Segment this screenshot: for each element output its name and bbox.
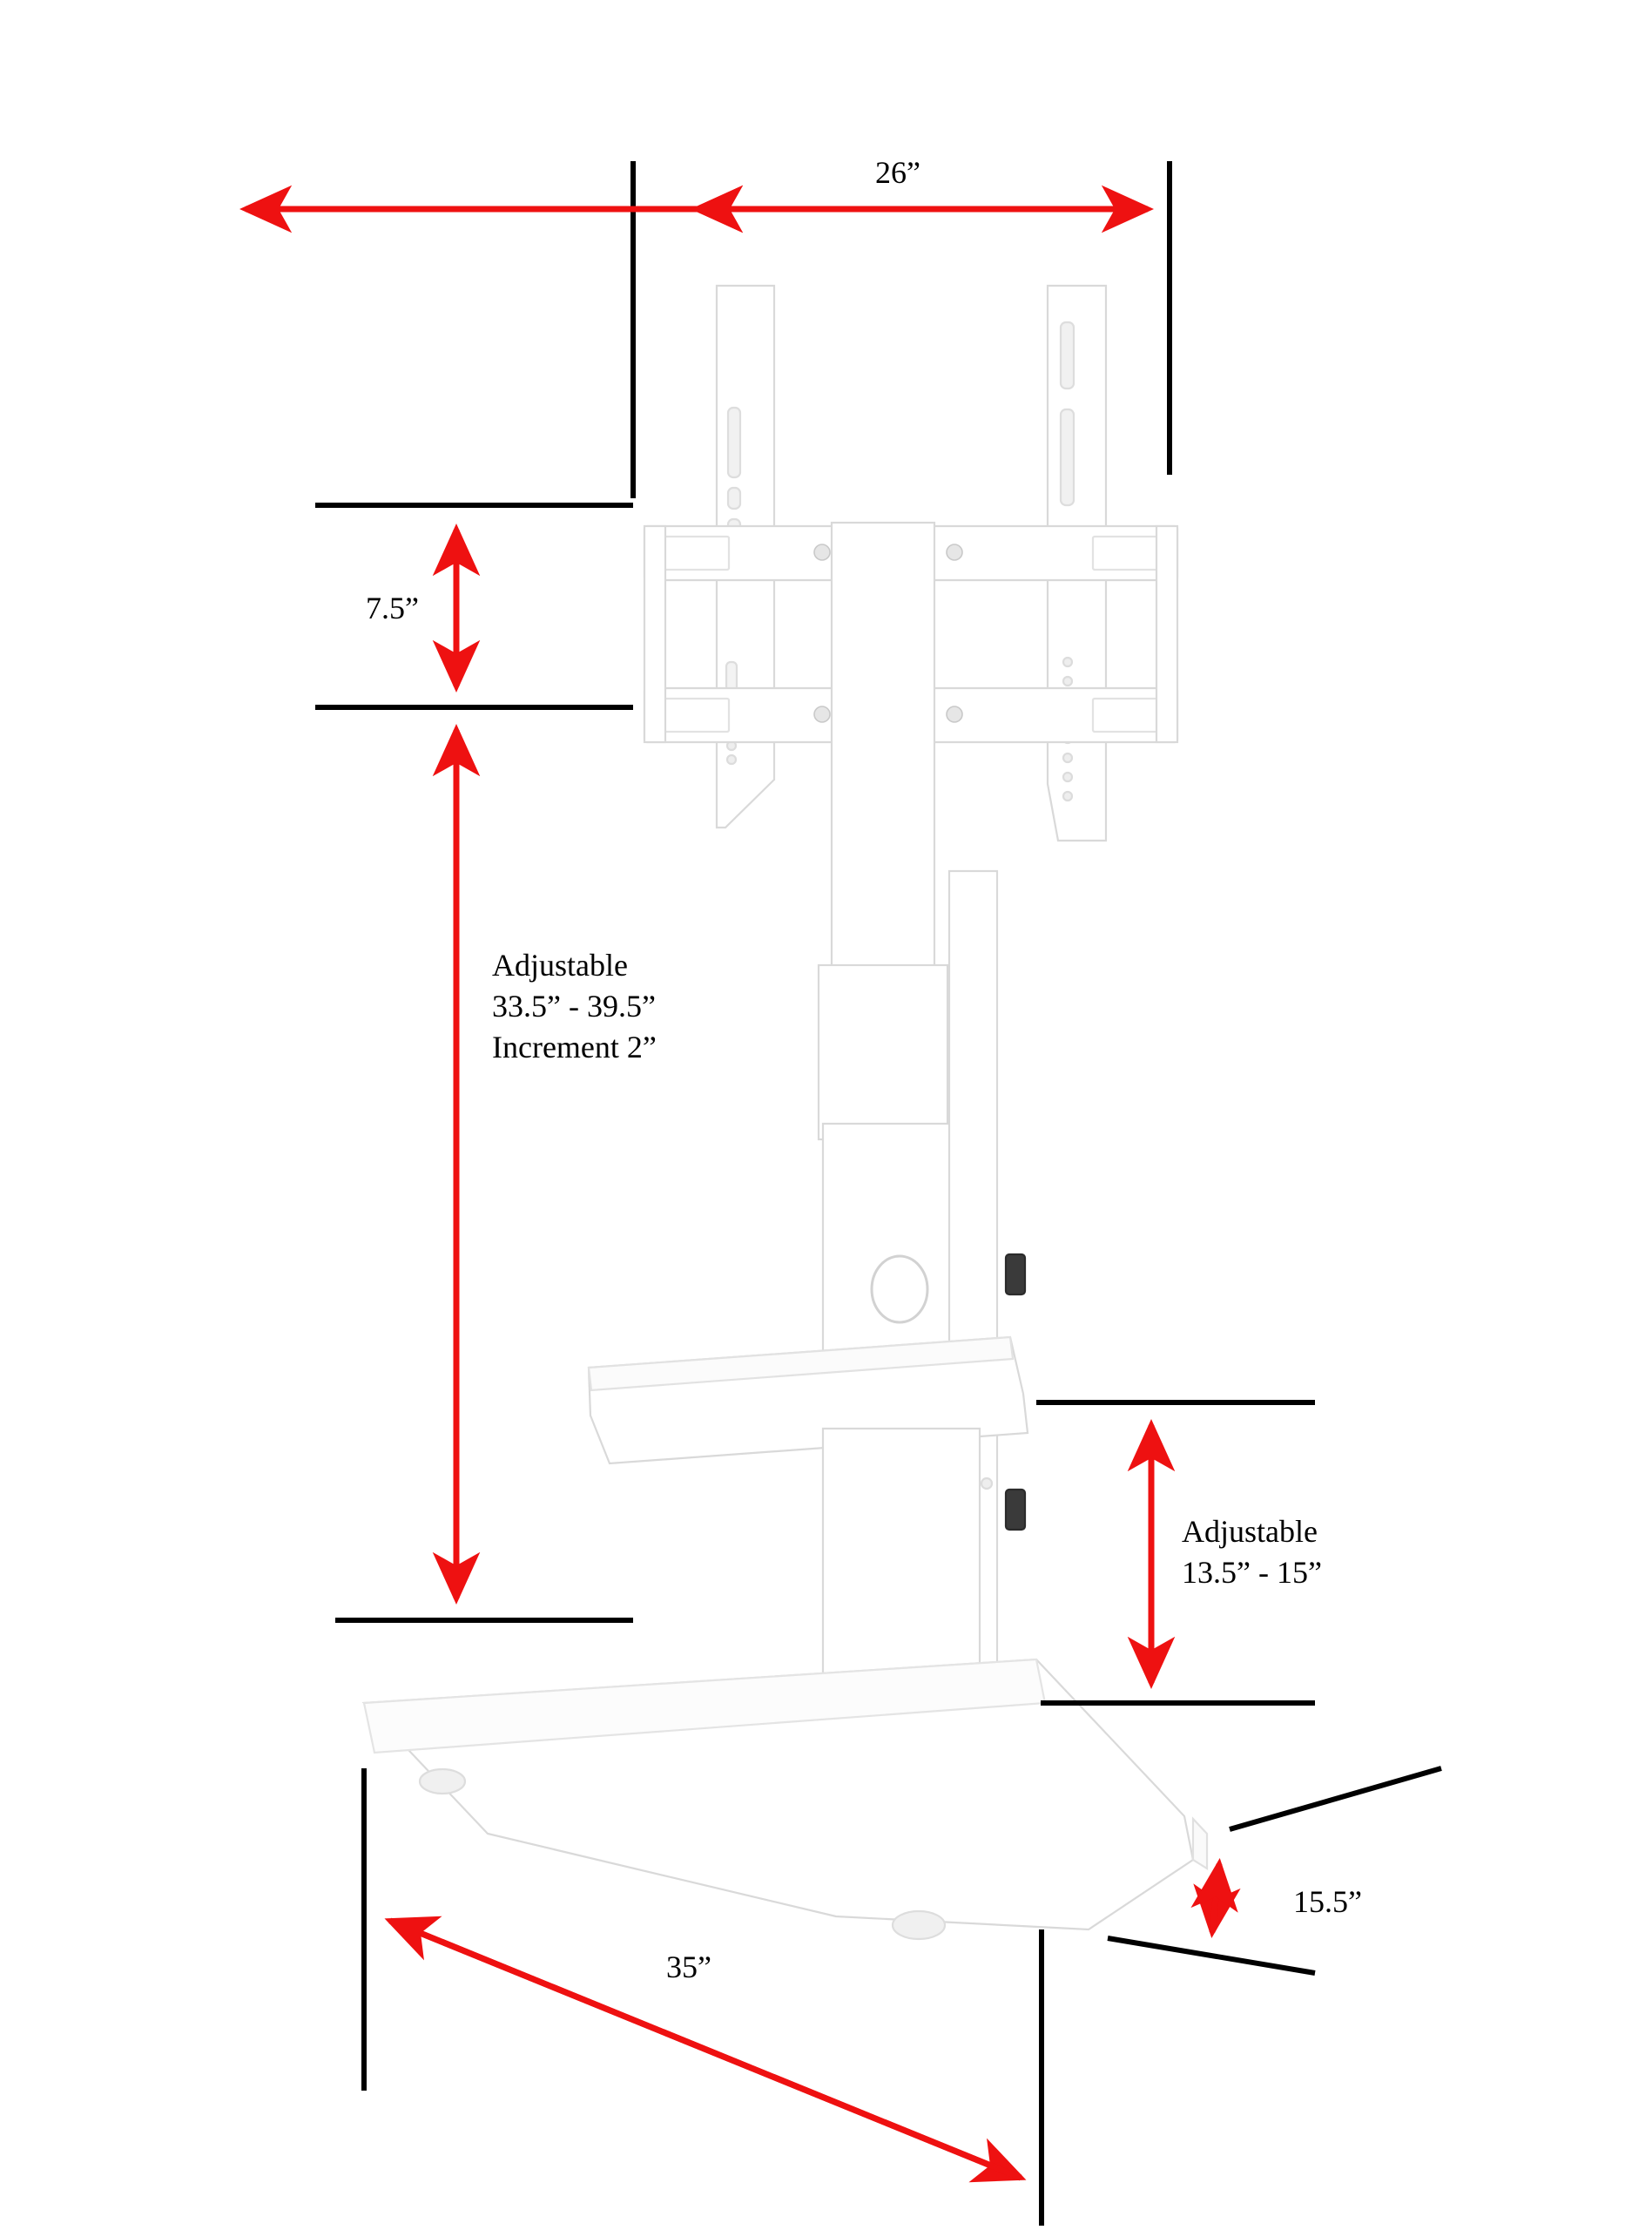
base-foot-left [418,1767,467,1795]
column-upper-inner [830,521,936,984]
column-telescope-upper [817,963,949,1141]
label-adjustable-main: Adjustable 33.5” - 39.5” Increment 2” [492,948,657,1064]
bracket-screws [813,544,963,723]
dim-26 [239,161,1172,498]
dim-35 [361,1768,1044,2226]
label-bracket-height: 7.5” [366,591,419,625]
label-adjustable-shelf: Adjustable 13.5” - 15” [1182,1514,1322,1590]
cable-clip-upper [1004,1253,1027,1296]
base-edge-right [1191,1816,1209,1870]
base-foot-front [891,1909,947,1941]
dim-adjustable-shelf [1036,1400,1315,1706]
label-base-width: 35” [666,1950,711,1984]
dimension-lines [239,161,1442,2226]
dim-15-5 [1107,1766,1442,1976]
cable-clip-lower [1004,1488,1027,1531]
label-base-depth: 15.5” [1293,1884,1362,1919]
bracket-post-right [1155,524,1179,744]
base-shelf [361,1658,1195,1931]
bracket-post-left [643,524,667,744]
dim-adjustable-main [335,723,633,1623]
column-mid [821,1122,974,1378]
product-body [361,284,1209,1941]
dim-7-5 [315,503,633,710]
label-top-width: 26” [875,155,920,190]
cable-management-hole [870,1254,929,1324]
